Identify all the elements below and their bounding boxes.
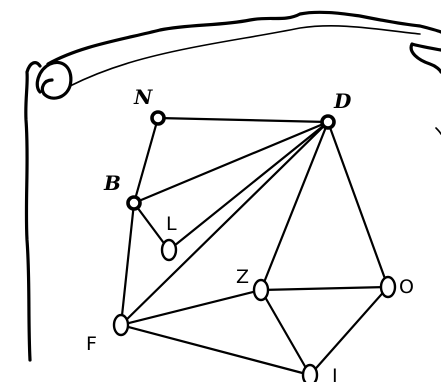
edge-l-d [169, 122, 328, 250]
edge-b-f [121, 203, 134, 325]
graph-labels: N D B L Z O F I [86, 85, 414, 382]
edge-f-i [121, 325, 310, 375]
node-label-b: B [103, 171, 121, 195]
node-f [114, 315, 128, 335]
edge-z-o [261, 287, 388, 290]
scroll-border [26, 12, 441, 360]
node-d [322, 116, 334, 128]
edge-z-d [261, 122, 328, 290]
node-label-f: F [86, 333, 97, 355]
node-label-z: Z [236, 266, 249, 288]
graph-edges [121, 118, 388, 375]
node-label-n: N [133, 85, 153, 109]
node-z [254, 280, 268, 300]
edge-f-z [121, 290, 261, 325]
edge-o-d [328, 122, 388, 287]
node-label-l: L [166, 213, 177, 235]
edge-f-d [121, 122, 328, 325]
node-n [152, 112, 164, 124]
node-label-d: D [333, 89, 352, 113]
node-b [128, 197, 140, 209]
edge-b-d [134, 122, 328, 203]
node-o [381, 277, 395, 297]
node-label-i: I [332, 365, 338, 382]
node-i [303, 365, 317, 382]
edge-z-i [261, 290, 310, 375]
node-label-o: O [399, 276, 414, 298]
edge-n-d [158, 118, 328, 122]
node-l [162, 240, 176, 260]
edge-n-b [134, 118, 158, 203]
edge-o-i [310, 287, 388, 375]
